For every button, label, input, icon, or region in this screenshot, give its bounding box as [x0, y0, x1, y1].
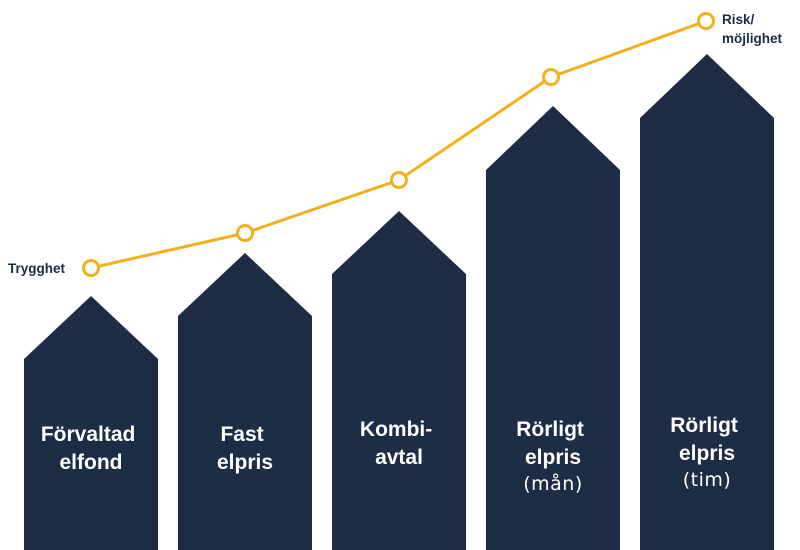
bar-label-kombi: Kombi- avtal [360, 418, 438, 469]
bar-label-line: Kombi- [360, 418, 432, 441]
bar-label-line: Rörligt [516, 418, 584, 441]
bar-label-line: Förvaltad [41, 423, 136, 446]
bar-fast-elpris [178, 253, 312, 550]
bar-label-line: Rörligt [670, 414, 738, 437]
bar-sublabel-tim: (tim) [683, 469, 732, 491]
bar-label-line: elpris [525, 446, 581, 469]
bar-kombiavtal [332, 211, 466, 550]
bar-label-fast: Fast elpris [217, 423, 273, 474]
end-label-line: Risk/ [722, 12, 755, 27]
bar-label-forvaltad: Förvaltad elfond [41, 423, 141, 474]
start-label-trygghet: Trygghet [8, 261, 66, 276]
bar-label-line: elpris [679, 442, 735, 465]
bar-label-line: Fast [220, 423, 263, 446]
bar-rorligt-elpris-man [486, 106, 620, 550]
trend-marker [236, 224, 254, 242]
end-label-line: möjlighet [722, 31, 783, 46]
bar-sublabel-man: (mån) [523, 472, 583, 495]
bar-forvaltad-elfond [24, 296, 158, 550]
trend-marker [390, 171, 408, 189]
bar-label-rorligt-tim: Rörligt elpris [670, 414, 744, 465]
trend-marker [542, 68, 560, 86]
end-label-risk: Risk/ möjlighet [722, 12, 783, 46]
bar-rorligt-elpris-tim [640, 54, 774, 550]
bar-label-line: elfond [60, 451, 123, 474]
bar-label-line: elpris [217, 451, 273, 474]
trend-marker [82, 259, 100, 277]
bar-label-rorligt-man: Rörligt elpris [516, 418, 590, 469]
trend-marker [697, 12, 715, 30]
bar-label-line: avtal [375, 446, 423, 469]
